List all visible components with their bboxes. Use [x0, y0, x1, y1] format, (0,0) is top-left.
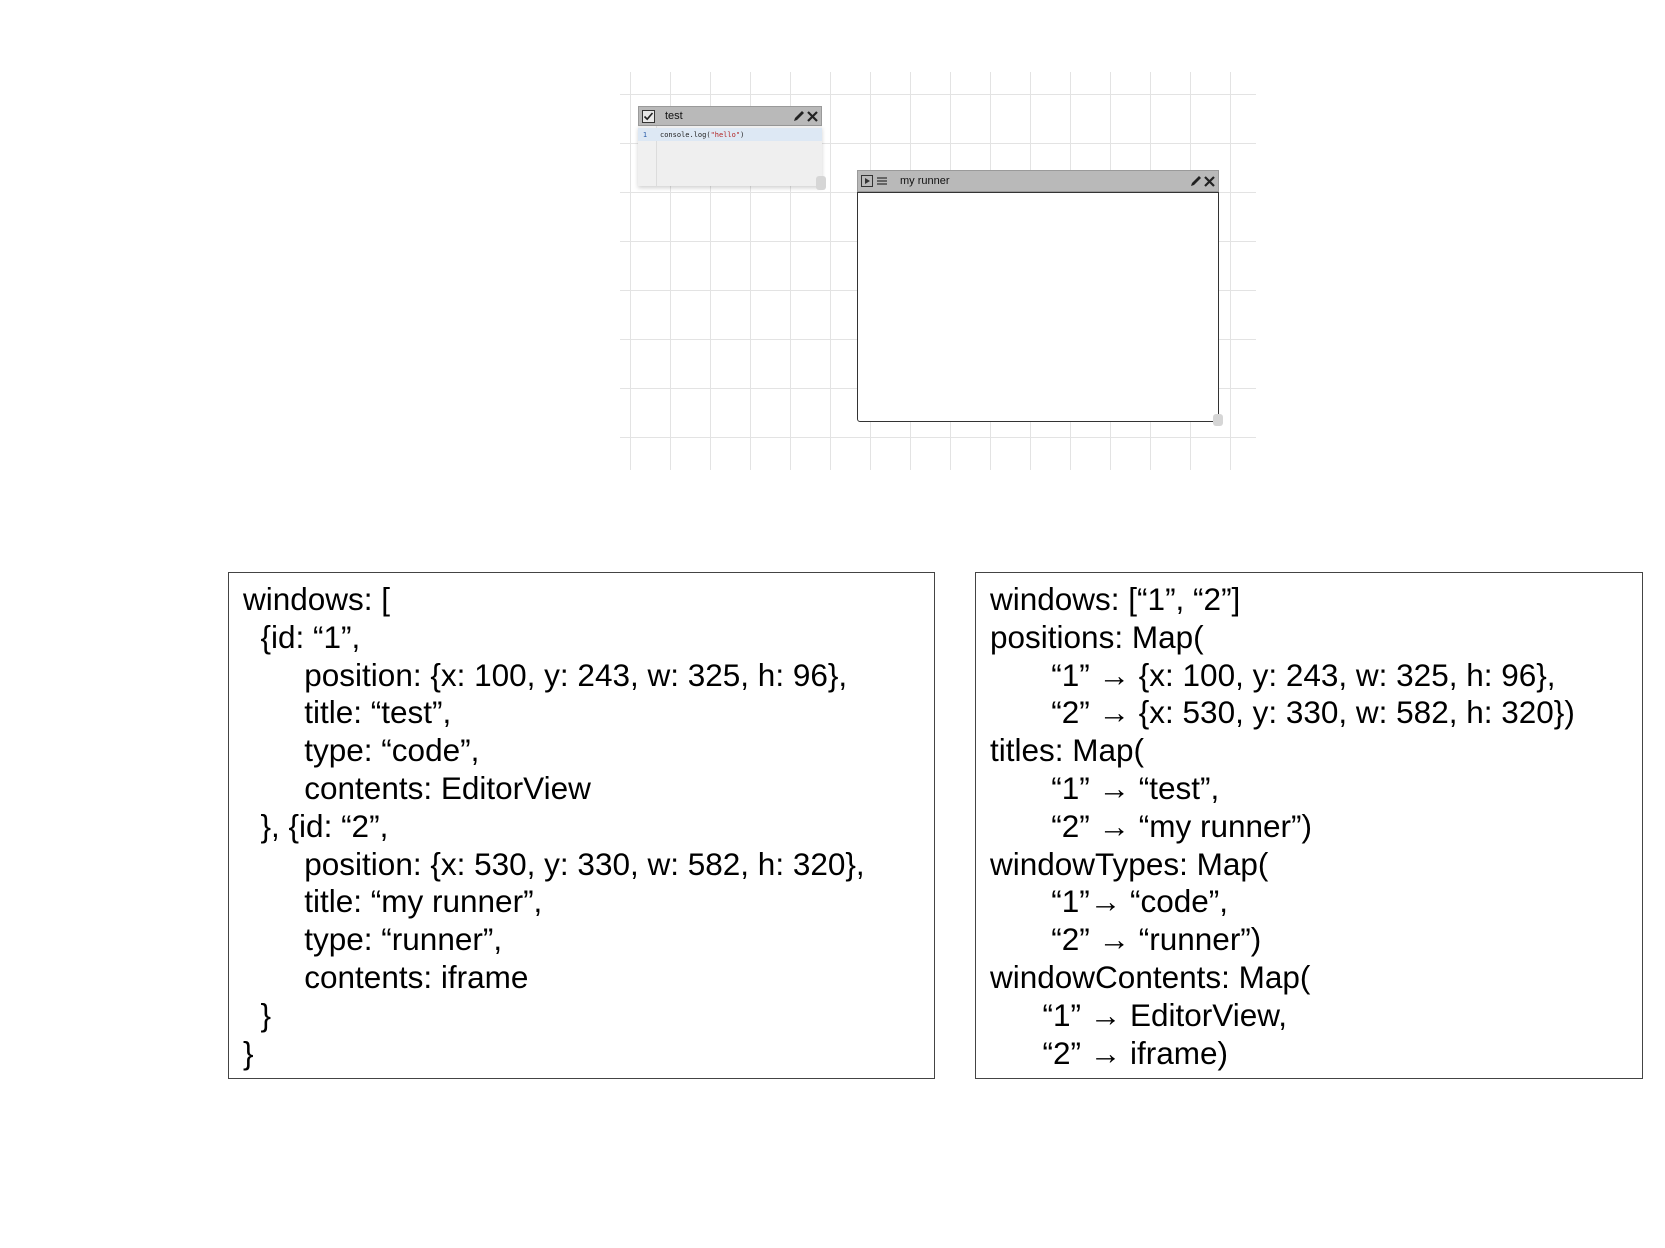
code-text-line: }, {id: “2”, — [243, 807, 389, 844]
play-icon[interactable] — [861, 175, 873, 187]
code-text: console.log("hello") — [660, 130, 745, 139]
code-text-line: “1” → EditorView, — [990, 996, 1288, 1033]
runner-window[interactable]: my runner — [857, 170, 1223, 426]
code-text-line: } — [243, 996, 272, 1033]
code-text-line: type: “code”, — [243, 732, 480, 769]
code-text-line: “2” → {x: 530, y: 330, w: 582, h: 320}) — [990, 694, 1575, 731]
code-text-line: “2” → iframe) — [990, 1034, 1229, 1071]
map-state-box: windows: [“1”, “2”] positions: Map( “1” … — [975, 572, 1643, 1079]
runner-window-title: my runner — [900, 175, 950, 187]
code-line[interactable]: 1 console.log("hello") — [638, 128, 822, 141]
code-text-line: } — [243, 1034, 254, 1071]
editor-view[interactable]: 1 console.log("hello") — [638, 126, 822, 186]
resize-handle[interactable] — [1213, 414, 1223, 426]
line-number: 1 — [642, 130, 648, 139]
window-canvas[interactable]: test 1 console.log("hello") — [620, 72, 1256, 470]
resize-handle[interactable] — [816, 176, 826, 190]
code-text-line: position: {x: 530, y: 330, w: 582, h: 32… — [243, 845, 865, 882]
code-text-line: windows: [“1”, “2”] — [990, 581, 1241, 617]
code-text-line: title: “test”, — [243, 694, 452, 731]
code-text-line: contents: iframe — [243, 958, 529, 995]
pencil-icon[interactable] — [1190, 175, 1202, 187]
close-icon[interactable] — [807, 110, 818, 122]
close-icon[interactable] — [1204, 175, 1215, 187]
line-gutter — [638, 126, 657, 186]
code-text-line: {id: “1”, — [243, 618, 361, 655]
code-text-line: type: “runner”, — [243, 921, 503, 958]
code-text-line: “2” → “runner”) — [990, 921, 1262, 958]
code-text-line: title: “my runner”, — [243, 883, 543, 920]
code-text-line: “1”→ “code”, — [990, 883, 1229, 920]
pencil-icon[interactable] — [793, 110, 805, 122]
menu-icon[interactable] — [876, 175, 888, 187]
code-window-title: test — [665, 110, 683, 122]
code-text-line: position: {x: 100, y: 243, w: 325, h: 96… — [243, 656, 848, 693]
code-text-line: titles: Map( — [990, 732, 1145, 769]
checkbox-icon[interactable] — [642, 109, 655, 123]
code-text-line: positions: Map( — [990, 618, 1204, 655]
runner-iframe[interactable] — [857, 192, 1219, 422]
code-text-line: contents: EditorView — [243, 769, 591, 806]
code-text-line: windowContents: Map( — [990, 958, 1311, 995]
code-text-line: “2” → “my runner”) — [990, 807, 1313, 844]
code-text-line: “1” → {x: 100, y: 243, w: 325, h: 96}, — [990, 656, 1556, 693]
runner-window-titlebar[interactable]: my runner — [857, 170, 1219, 192]
code-window[interactable]: test 1 console.log("hello") — [638, 106, 826, 190]
array-state-box: windows: [ {id: “1”, position: {x: 100, … — [228, 572, 935, 1079]
code-text-line: windows: [ — [243, 581, 391, 617]
code-window-titlebar[interactable]: test — [638, 106, 822, 126]
code-text-line: “1” → “test”, — [990, 769, 1220, 806]
code-text-line: windowTypes: Map( — [990, 845, 1269, 882]
